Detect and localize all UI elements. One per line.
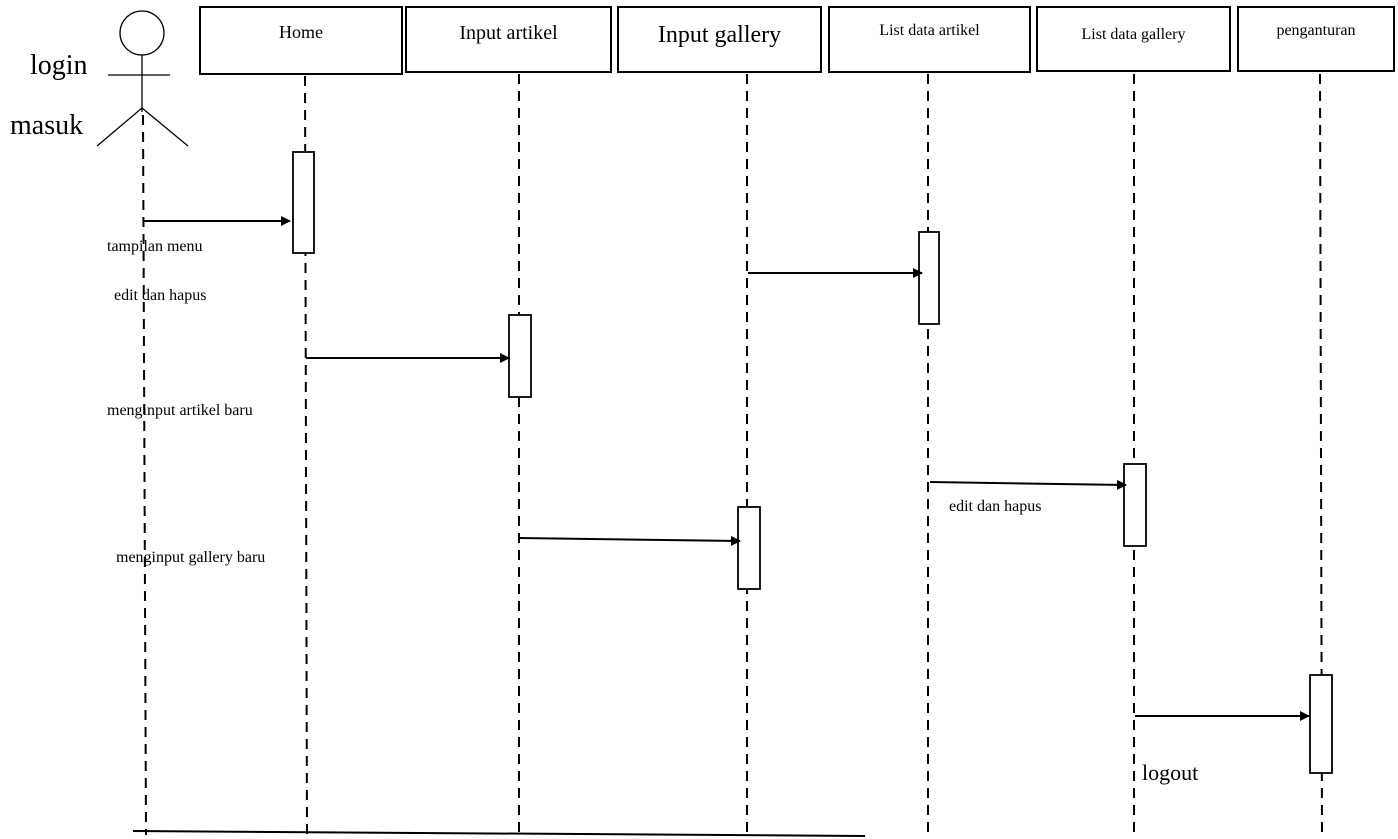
activation-boxes xyxy=(292,151,1333,774)
message-label-logout: logout xyxy=(1142,760,1199,785)
activation-home xyxy=(292,151,315,254)
lifeline-header-penganturan: penganturan xyxy=(1237,6,1395,72)
actor-left-leg xyxy=(96,107,143,147)
actor-right-leg xyxy=(141,107,189,147)
message-label-menginput-gallery-baru: menginput gallery baru xyxy=(116,549,266,566)
bottom-baseline xyxy=(132,830,866,837)
actor-figure xyxy=(96,10,189,147)
activation-penganturan xyxy=(1309,674,1333,774)
lifeline-header-list-data-gallery: List data gallery xyxy=(1036,6,1231,72)
lifeline-header-input-gallery: Input gallery xyxy=(617,6,822,73)
message-label-edit-dan-hapus-left: edit dan hapus xyxy=(114,287,207,304)
message-arrows xyxy=(143,216,1310,721)
lifeline-actor xyxy=(142,114,147,836)
message-label-edit-dan-hapus-right: edit dan hapus xyxy=(949,498,1042,515)
activation-input-artikel xyxy=(508,314,532,398)
actor-head xyxy=(119,10,165,56)
arrow-input-artikel-to-input-gallery xyxy=(518,535,741,546)
message-label-tampilan-menu: tampilan menu xyxy=(107,238,203,255)
lifelines xyxy=(142,73,1323,836)
actor-label-login: login xyxy=(30,50,88,81)
activation-input-gallery xyxy=(737,506,761,590)
lifeline-header-list-data-artikel: List data artikel xyxy=(828,6,1031,73)
message-label-menginput-artikel-baru: menginput artikel baru xyxy=(107,402,253,419)
arrow-list-data-artikel-to-list-data-gallery xyxy=(929,479,1127,490)
actor-label-masuk: masuk xyxy=(10,110,84,141)
activation-list-data-gallery xyxy=(1123,463,1147,547)
lifeline-header-input-artikel: Input artikel xyxy=(405,6,612,73)
lifeline-header-home: Home xyxy=(199,6,403,75)
activation-list-data-artikel xyxy=(918,231,940,325)
